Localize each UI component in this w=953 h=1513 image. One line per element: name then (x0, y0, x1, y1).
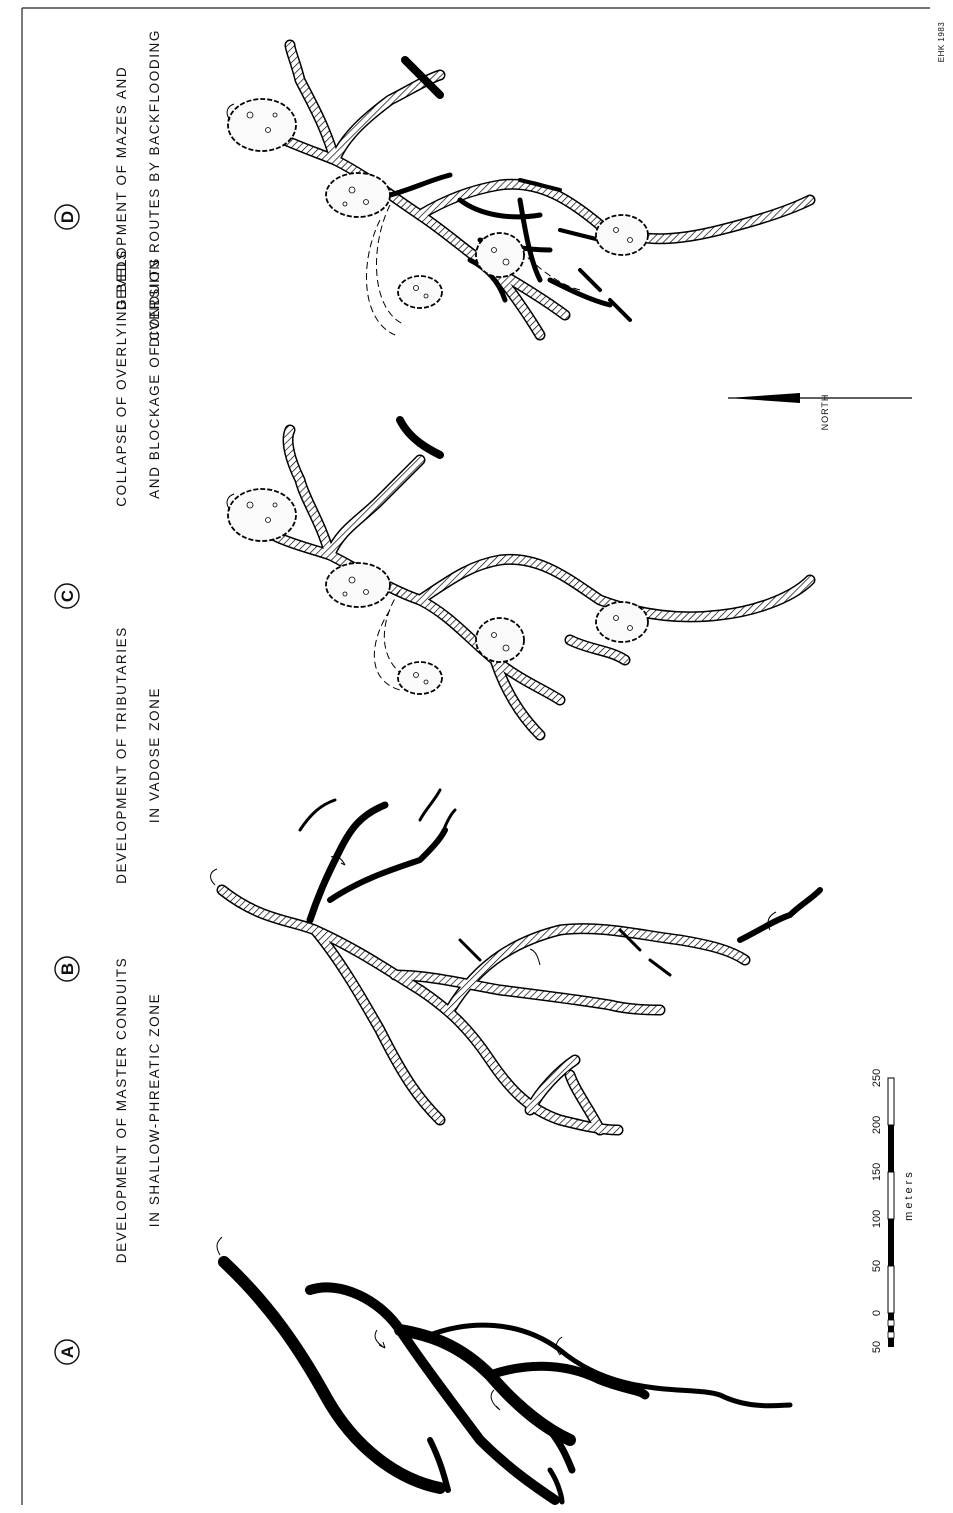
panel-d-badge: D (55, 205, 79, 229)
panel-b-badge: B (55, 957, 79, 981)
scale-bar-segments (888, 1078, 894, 1347)
svg-text:IN SHALLOW-PHREATIC ZONE: IN SHALLOW-PHREATIC ZONE (147, 993, 162, 1227)
svg-text:50: 50 (871, 1260, 883, 1272)
north-label: NORTH (820, 394, 830, 431)
panel-b-caption: DEVELOPMENT OF TRIBUTARIES IN VADOSE ZON… (114, 626, 162, 884)
svg-text:DEVELOPMENT OF MASTER CONDU: DEVELOPMENT OF MASTER CONDUITS (114, 957, 129, 1264)
panel-c-letter: C (58, 590, 77, 602)
panel-d-caption: DEVELOPMENT OF MAZES AND DIVERSION ROUTE… (114, 29, 162, 347)
svg-text:DEVELOPMENT OF MAZES AND: DEVELOPMENT OF MAZES AND (114, 66, 129, 310)
panel-c-conduit-map (227, 430, 810, 735)
scale-unit: meters (903, 1169, 915, 1221)
panel-a-conduit-map (217, 1237, 790, 1502)
svg-text:250: 250 (871, 1069, 883, 1087)
panel-d-conduit-map (227, 45, 810, 455)
svg-text:150: 150 (871, 1163, 883, 1181)
svg-text:DIVERSION ROUTES BY BACKFLO: DIVERSION ROUTES BY BACKFLOODING (147, 29, 162, 347)
north-arrow-head (728, 393, 800, 403)
scale-bar: 50 0 50 100 150 200 250 meters (871, 1069, 915, 1513)
panel-d-letter: D (58, 211, 77, 223)
panel-b-letter: B (58, 963, 77, 975)
svg-text:50: 50 (871, 1341, 883, 1353)
svg-text:200: 200 (871, 1116, 883, 1134)
svg-text:DEVELOPMENT OF TRIBUTARIES: DEVELOPMENT OF TRIBUTARIES (114, 626, 129, 884)
panel-a-letter: A (58, 1346, 77, 1358)
svg-text:IN VADOSE ZONE: IN VADOSE ZONE (147, 687, 162, 823)
panel-a-caption: DEVELOPMENT OF MASTER CONDUITS IN SHALLO… (114, 957, 162, 1264)
svg-text:100: 100 (871, 1210, 883, 1228)
north-arrow: NORTH (728, 393, 912, 430)
author-credit: EHK 1983 (937, 22, 946, 63)
panel-c-badge: C (55, 584, 79, 608)
panel-b-conduit-map (211, 790, 820, 1130)
scale-ticks: 50 0 50 100 150 200 250 (871, 1069, 883, 1353)
svg-text:0: 0 (871, 1310, 883, 1316)
panel-a-badge: A (55, 1340, 79, 1364)
